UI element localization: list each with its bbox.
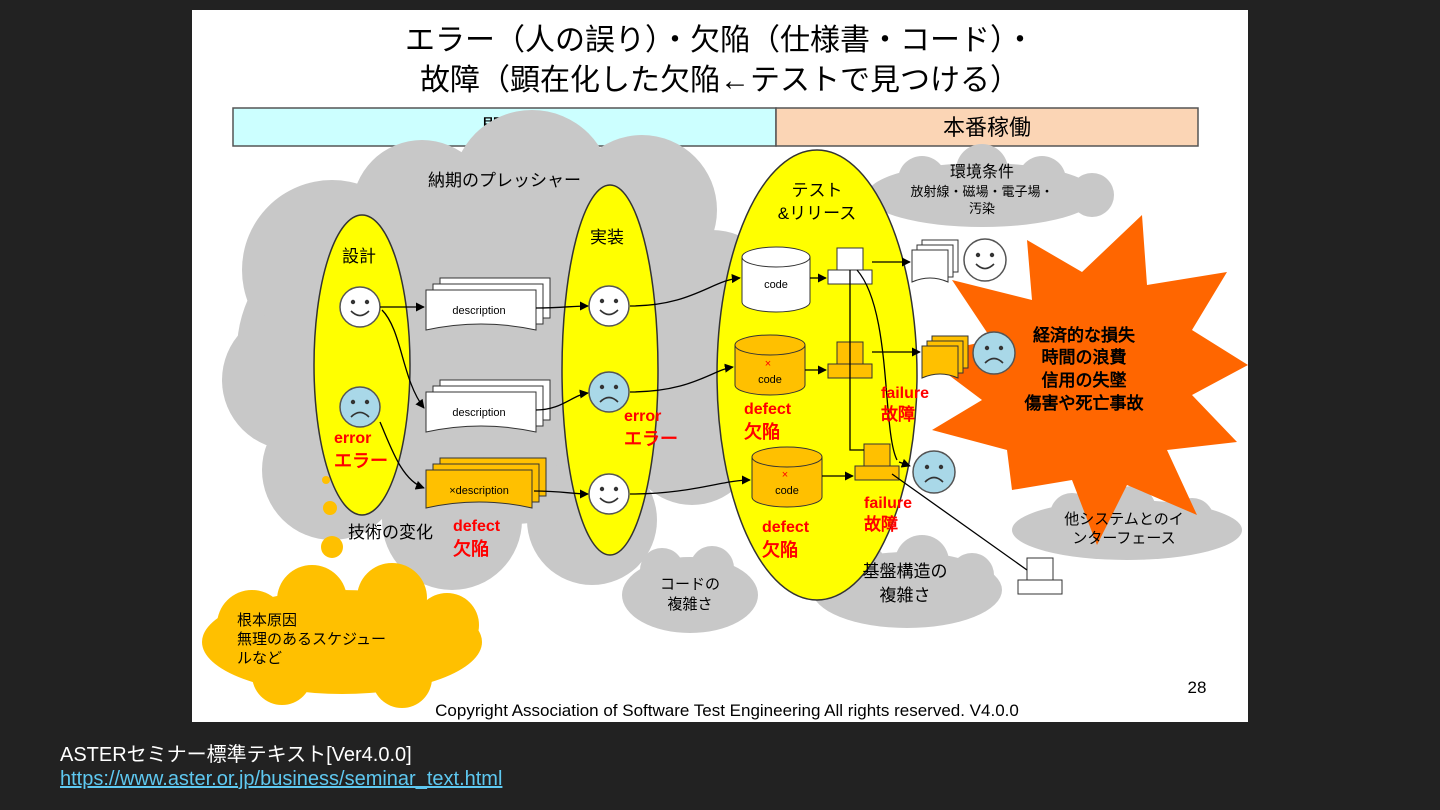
smiley-sad-icon <box>912 450 956 494</box>
slide-title-line1: エラー（人の誤り）・欠陥（仕様書・コード）・ <box>405 24 1035 57</box>
flow-arrows <box>379 257 1028 571</box>
output-document <box>911 239 959 283</box>
phase-prod-label: 本番稼働 <box>943 115 1031 140</box>
root-cause-line3: ルなど <box>237 650 282 667</box>
svg-text:傷害や死亡事故: 傷害や死亡事故 <box>1024 393 1145 413</box>
bubble-decoration <box>323 501 337 515</box>
smiley-sad-icon <box>339 386 381 428</box>
smiley-happy-icon <box>588 473 630 515</box>
svg-text:description: description <box>452 305 505 317</box>
svg-text:故障: 故障 <box>864 514 898 534</box>
smiley-sad-icon <box>588 371 630 413</box>
infra-complexity-line1: 基盤構造の <box>863 562 948 581</box>
computer-icon <box>827 247 873 285</box>
design-label: 設計 <box>342 247 376 266</box>
code-complexity-line2: 複雑さ <box>667 596 712 613</box>
failure-label-1: failure 故障 <box>881 385 929 424</box>
root-cause-line2: 無理のあるスケジュー <box>237 631 386 648</box>
description-document: description <box>425 379 551 433</box>
copyright-text: Copyright Association of Software Test E… <box>435 701 1019 720</box>
error-label-implementation: error エラー <box>624 408 678 449</box>
svg-text:code: code <box>758 374 782 386</box>
defect-label-code-2: defect 欠陥 <box>762 519 810 560</box>
svg-text:defect: defect <box>453 518 501 535</box>
svg-text:failure: failure <box>864 495 912 512</box>
smiley-happy-icon <box>588 285 630 327</box>
tech-change-label: 技術の変化 <box>348 523 433 542</box>
svg-text:failure: failure <box>881 385 929 402</box>
svg-text:×: × <box>782 469 788 481</box>
smiley-happy-icon <box>963 238 1007 282</box>
svg-text:code: code <box>764 279 788 291</box>
implementation-ellipse <box>561 184 659 556</box>
other-systems-line1: 他システムとのイ <box>1064 511 1183 528</box>
implementation-label: 実装 <box>590 228 624 247</box>
error-label-design: error エラー <box>334 430 388 471</box>
env-line1: 放射線・磁場・電子場・ <box>910 184 1053 199</box>
failure-label-2: failure 故障 <box>864 495 912 534</box>
description-defect-document: ×description <box>425 457 547 509</box>
svg-text:経済的な損失: 経済的な損失 <box>1033 325 1136 345</box>
code-complexity-line1: コードの <box>660 576 720 593</box>
other-systems-line2: ンターフェース <box>1072 530 1175 547</box>
description-document: description <box>425 277 551 331</box>
test-label-line2: &リリース <box>778 204 857 223</box>
slide: エラー（人の誤り）・欠陥（仕様書・コード）・ 故障（顕在化した欠陥←テストで見つ… <box>192 10 1248 722</box>
infra-complexity-line2: 複雑さ <box>880 586 931 605</box>
code-defect-cylinder: × code <box>734 334 806 396</box>
svg-text:エラー: エラー <box>624 429 678 449</box>
slide-title-line2: 故障（顕在化した欠陥←テストで見つける） <box>420 64 1020 97</box>
env-line2: 汚染 <box>969 201 995 216</box>
svg-text:欠陥: 欠陥 <box>744 421 780 442</box>
design-ellipse <box>313 214 411 516</box>
computer-icon <box>854 443 900 481</box>
svg-text:欠陥: 欠陥 <box>453 538 489 559</box>
impact-text: 経済的な損失 時間の浪費 信用の失墜 傷害や死亡事故 <box>1024 325 1145 413</box>
svg-text:error: error <box>624 408 661 425</box>
svg-text:defect: defect <box>744 401 792 418</box>
root-cause-cloud <box>202 563 482 708</box>
phase-prod-bar <box>775 107 1199 147</box>
pressure-label: 納期のプレッシャー <box>428 171 581 190</box>
svg-text:エラー: エラー <box>334 451 388 471</box>
env-title: 環境条件 <box>950 162 1014 181</box>
svg-text:×description: ×description <box>449 485 509 497</box>
smiley-sad-icon <box>972 331 1016 375</box>
code-cylinder: code <box>741 246 811 313</box>
page-number: 28 <box>1188 678 1207 697</box>
defect-label-code-1: defect 欠陥 <box>744 401 792 442</box>
output-defect-document <box>921 335 969 379</box>
svg-text:時間の浪費: 時間の浪費 <box>1042 347 1127 367</box>
code-defect-cylinder: × code <box>751 446 823 508</box>
bubble-decoration <box>321 536 343 558</box>
svg-text:信用の失墜: 信用の失墜 <box>1042 370 1128 390</box>
defect-label-description: defect 欠陥 <box>453 518 501 559</box>
root-cause-line1: 根本原因 <box>237 612 297 629</box>
test-label-line1: テスト <box>792 181 843 200</box>
caption-title: ASTERセミナー標準テキスト[Ver4.0.0] <box>60 744 412 766</box>
computer-icon <box>1017 557 1063 595</box>
svg-text:故障: 故障 <box>881 404 915 424</box>
svg-text:欠陥: 欠陥 <box>762 539 798 560</box>
environment-cloud <box>867 144 1114 227</box>
source-link[interactable]: https://www.aster.or.jp/business/seminar… <box>60 768 503 790</box>
code-complexity-cloud <box>622 546 758 633</box>
svg-text:defect: defect <box>762 519 810 536</box>
svg-text:×: × <box>765 358 771 370</box>
smiley-happy-icon <box>339 286 381 328</box>
svg-text:description: description <box>452 407 505 419</box>
svg-text:code: code <box>775 485 799 497</box>
bubble-decoration <box>322 476 330 484</box>
svg-text:error: error <box>334 430 371 447</box>
impact-burst <box>922 215 1248 545</box>
